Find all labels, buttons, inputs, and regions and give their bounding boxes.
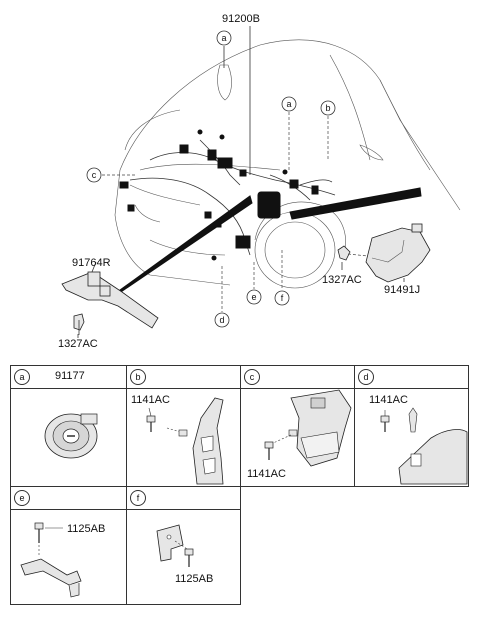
svg-text:f: f [281, 293, 284, 303]
bracket-part [61, 271, 159, 329]
detail-cell-e: e 1125AB [10, 486, 127, 605]
svg-text:d: d [219, 315, 224, 325]
circle-callout-c: c [86, 167, 102, 183]
label-clip-right: 1327AC [322, 274, 362, 286]
detail-e-part-number: 1125AB [67, 523, 106, 535]
label-bracket: 91764R [72, 257, 111, 269]
detail-letter-c: c [244, 369, 260, 385]
detail-letter-e: e [14, 490, 30, 506]
fuse-box [257, 191, 281, 219]
clip-right [337, 245, 369, 261]
detail-cell-a: a 91177 [10, 365, 127, 487]
svg-text:b: b [325, 103, 330, 113]
svg-text:a: a [221, 33, 226, 43]
detail-d-part-number: 1141AC [369, 394, 408, 406]
label-cover: 91491J [384, 284, 420, 296]
circle-callout-f: f [274, 290, 290, 306]
detail-letter-f: f [130, 490, 146, 506]
detail-cell-c: c 1141AC [240, 365, 355, 487]
label-harness: 91200B [222, 13, 260, 25]
detail-c-part-number: 1141AC [247, 468, 286, 480]
cover-part [365, 223, 431, 283]
detail-b-part-number: 1141AC [131, 394, 170, 406]
svg-text:e: e [251, 292, 256, 302]
horn-illustration [44, 413, 98, 459]
circle-callout-a-top: a [216, 30, 232, 46]
label-clip-left: 1327AC [58, 338, 98, 350]
small-bracket-illustration [156, 524, 194, 567]
detail-cell-b: b 1141AC [126, 365, 241, 487]
circle-callout-e: e [246, 289, 262, 305]
detail-a-part-number: 91177 [55, 370, 85, 382]
harness-sweep-left [114, 195, 253, 297]
connector-block [235, 235, 251, 249]
leader-lines [77, 26, 405, 338]
fender-panel-illustration [380, 407, 468, 485]
detail-cell-f: f 1125AB [126, 486, 241, 605]
harness-sweep-right [289, 187, 422, 220]
circle-callout-d: d [214, 312, 230, 328]
fender-bolt-illustration [264, 389, 352, 467]
detail-letter-b: b [130, 369, 146, 385]
detail-letter-d: d [358, 369, 374, 385]
clip-left [73, 313, 85, 335]
detail-grid: a 91177 b 1141AC [10, 365, 469, 605]
detail-cell-d: d 1141AC [354, 365, 469, 487]
wiring-harness [119, 129, 336, 261]
svg-text:c: c [92, 170, 97, 180]
detail-f-part-number: 1125AB [175, 573, 214, 585]
bracket-bolt-illustration [20, 522, 82, 598]
car-body-outline [114, 39, 461, 289]
circle-callout-b: b [320, 100, 336, 116]
circle-callout-a: a [281, 96, 297, 112]
main-exploded-diagram: a a b c d e f 91200B 91764R 1327AC 1327A… [58, 13, 461, 350]
detail-letter-a: a [14, 369, 30, 385]
svg-text:a: a [286, 99, 291, 109]
pillar-bolt-illustration [146, 397, 224, 485]
